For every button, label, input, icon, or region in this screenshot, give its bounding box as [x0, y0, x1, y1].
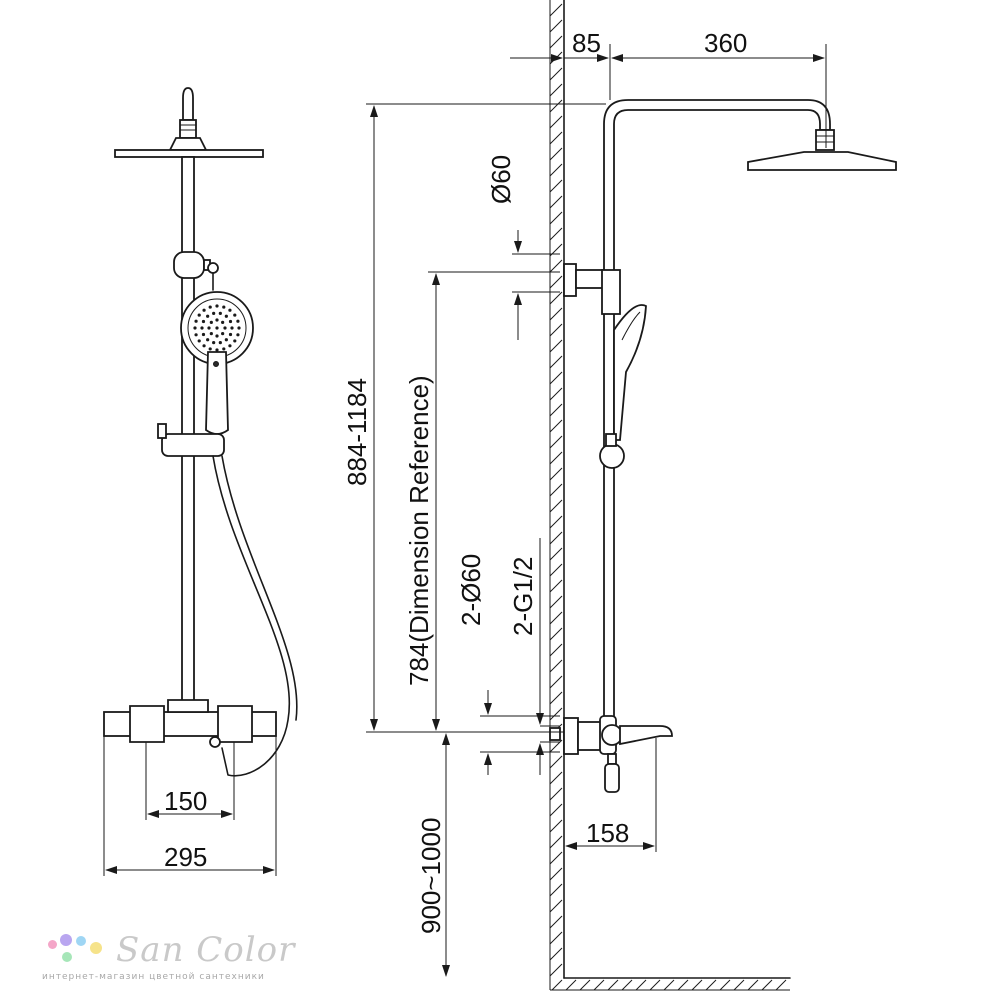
logo-name: San Color: [116, 930, 296, 970]
side-head-shower: [747, 151, 897, 171]
dim-mixer-width: 295: [164, 842, 207, 872]
slide-holder: [157, 423, 225, 457]
dim-inlet-spacing: 150: [164, 786, 207, 816]
dim-spout-length: 158: [586, 818, 629, 848]
logo-tagline: интернет-магазин цветной сантехники: [42, 972, 265, 982]
side-mixer: [549, 715, 673, 793]
dim-overall-height: 884-1184: [342, 378, 372, 486]
dim-reference-height: 784(Dimension Reference): [404, 375, 434, 686]
hose: [212, 455, 291, 777]
dimension-labels: 85 360 Ø60 884-1184 784(Dimension Refere…: [164, 28, 747, 934]
dim-wall-offset: 85: [572, 28, 601, 58]
hand-shower: [180, 291, 254, 435]
logo-dot: [62, 952, 72, 962]
dim-inlet-covers: 2-Ø60: [456, 554, 486, 626]
dim-install-height: 900~1000: [416, 818, 446, 934]
wall: [549, 0, 791, 991]
dim-inlet-threads: 2-G1/2: [508, 557, 538, 637]
dim-arm-length: 360: [704, 28, 747, 58]
logo-dot: [60, 934, 72, 946]
logo-dot: [48, 940, 57, 949]
brand-logo: San Color интернет-магазин цветной санте…: [38, 926, 298, 986]
side-riser: [603, 99, 831, 721]
dim-connector-diameter: Ø60: [486, 155, 516, 204]
logo-dot: [76, 936, 86, 946]
side-hand-shower: [613, 304, 647, 441]
thermostatic-mixer: [103, 699, 277, 748]
diverter-knob: [173, 251, 219, 291]
front-view: [103, 87, 298, 777]
head-shower: [114, 137, 264, 158]
dimension-lines: [103, 44, 827, 977]
logo-dot: [90, 942, 102, 954]
side-view: [549, 0, 897, 991]
upper-wall-bracket: [563, 263, 621, 315]
side-slide-holder: [599, 443, 625, 469]
